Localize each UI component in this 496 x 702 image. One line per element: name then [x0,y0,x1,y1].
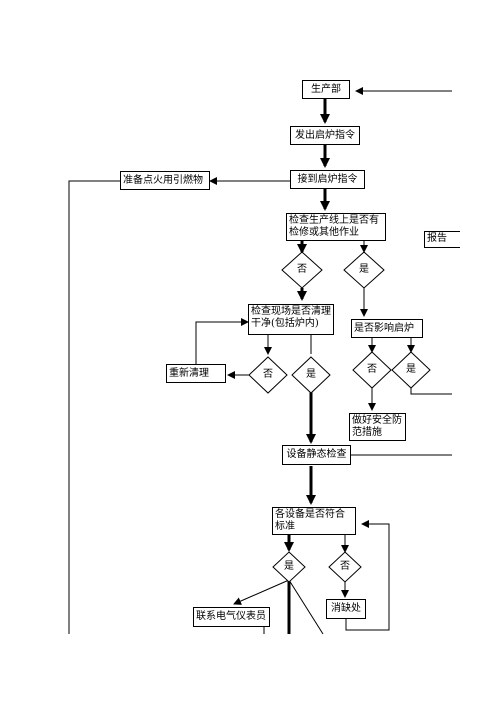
decision-maintenance-no [281,251,323,289]
node-safety-measures: 做好安全防范措施 [349,413,406,441]
main-flow-connectors [284,99,330,634]
node-check-site-clean: 检查现场是否清理干净(包括炉内) [248,304,334,335]
decision-diamonds [248,251,431,583]
node-prepare-ignition-fuel: 准备点火用引燃物 [120,171,210,190]
node-affects-start: 是否影响启炉 [351,319,423,338]
node-equipment-meets-standard: 各设备是否符合标准 [272,507,356,535]
decision-affect-yes [391,351,431,389]
label-clean-yes: 是 [306,369,316,380]
decision-maintenance-yes [343,251,385,289]
label-affect-no: 否 [367,364,377,375]
node-check-maintenance: 检查生产线上是否有检修或其他作业 [286,213,386,241]
label-clean-no: 否 [263,369,273,380]
node-fix-defects: 消缺处 [326,599,366,619]
node-reclean: 重新清理 [166,364,226,383]
node-receive-start-order: 接到启炉指令 [290,170,365,189]
decision-clean-no [248,356,288,394]
node-contact-instrument-staff: 联系电气仪表员 [193,607,270,627]
label-affect-yes: 是 [406,364,416,375]
node-report: 报告 [424,231,460,248]
branch-connectors [68,87,452,635]
label-maintenance-no: 否 [297,264,307,275]
decision-affect-no [352,351,392,389]
decision-standard-yes [272,551,306,583]
node-equipment-static-check: 设备静态检查 [282,445,351,465]
label-standard-yes: 是 [284,561,294,572]
label-maintenance-yes: 是 [359,264,369,275]
node-issue-start-order: 发出启炉指令 [290,126,360,145]
label-standard-no: 否 [340,561,350,572]
decision-clean-yes [291,356,331,394]
decision-standard-no [328,551,362,583]
node-production-dept: 生产部 [302,80,350,99]
